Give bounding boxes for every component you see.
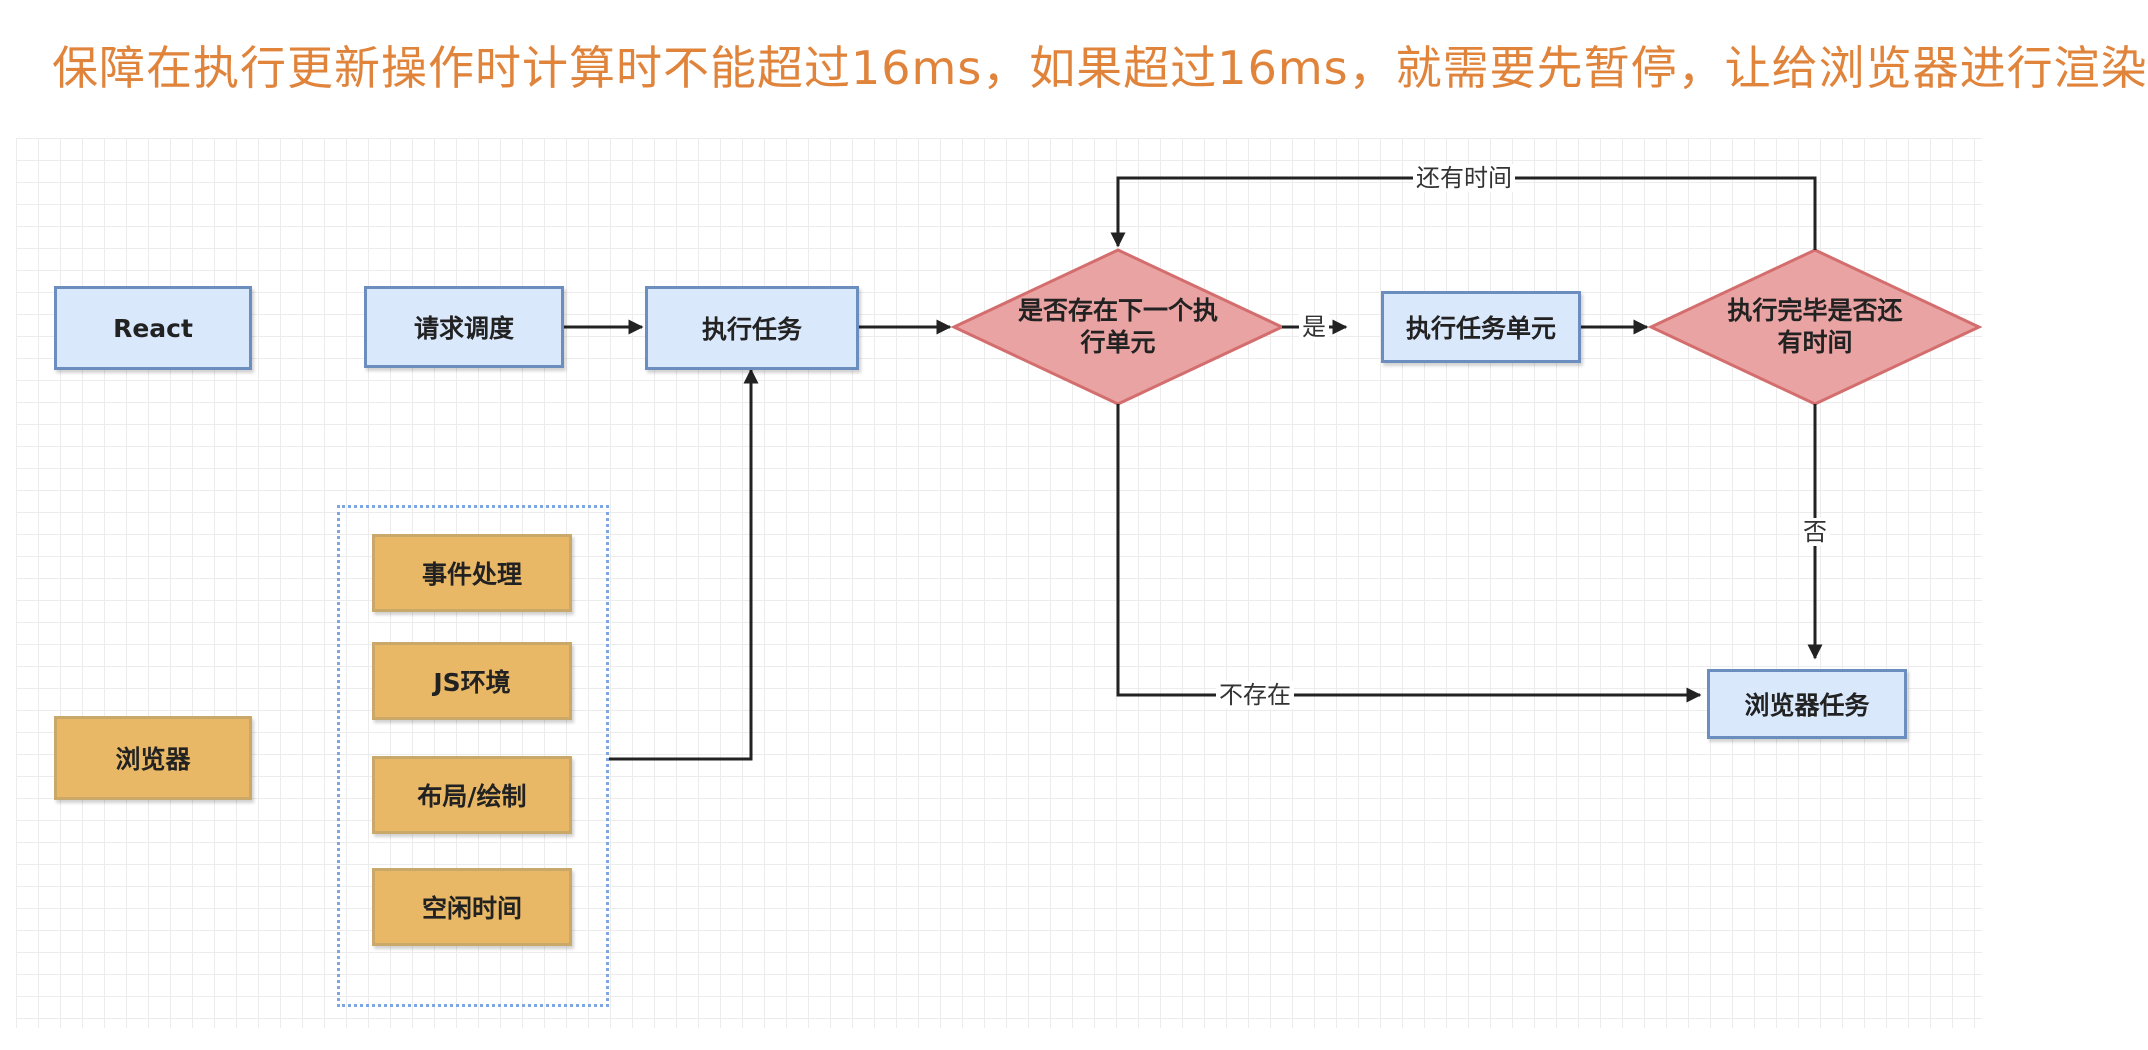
node-request-schedule: 请求调度: [364, 286, 564, 368]
node-event-handling: 事件处理: [372, 534, 572, 612]
node-browser-task: 浏览器任务: [1707, 669, 1907, 739]
node-browser: 浏览器: [54, 716, 252, 800]
edge-label-no: 否: [1800, 518, 1830, 546]
connectors: [564, 176, 1983, 761]
node-idle-time: 空闲时间: [372, 868, 572, 946]
diamond-done-time-left-label: 执行完毕是否还有时间: [1727, 296, 1903, 357]
diagram-canvas: 是否存在下一个执行单元 执行完毕是否还有时间 React 请求调度 执行任务 执…: [16, 138, 1983, 1028]
edge-not-exist: [1116, 404, 1702, 703]
node-execute-unit: 执行任务单元: [1381, 291, 1581, 363]
edge-browser-to-task: [609, 368, 759, 761]
node-execute-task: 执行任务: [645, 286, 859, 370]
edge-label-not-exist: 不存在: [1216, 681, 1294, 709]
node-layout-paint: 布局/绘制: [372, 756, 572, 834]
edge-label-time-left: 还有时间: [1413, 164, 1515, 192]
page-caption: 保障在执行更新操作时计算时不能超过16ms，如果超过16ms，就需要先暂停，让给…: [52, 41, 2148, 95]
node-react: React: [54, 286, 252, 370]
diamond-has-next-unit-label: 是否存在下一个执行单元: [1018, 296, 1219, 357]
node-js-env: JS环境: [372, 642, 572, 720]
browser-group: [337, 505, 609, 1007]
edge-label-yes: 是: [1299, 313, 1329, 341]
